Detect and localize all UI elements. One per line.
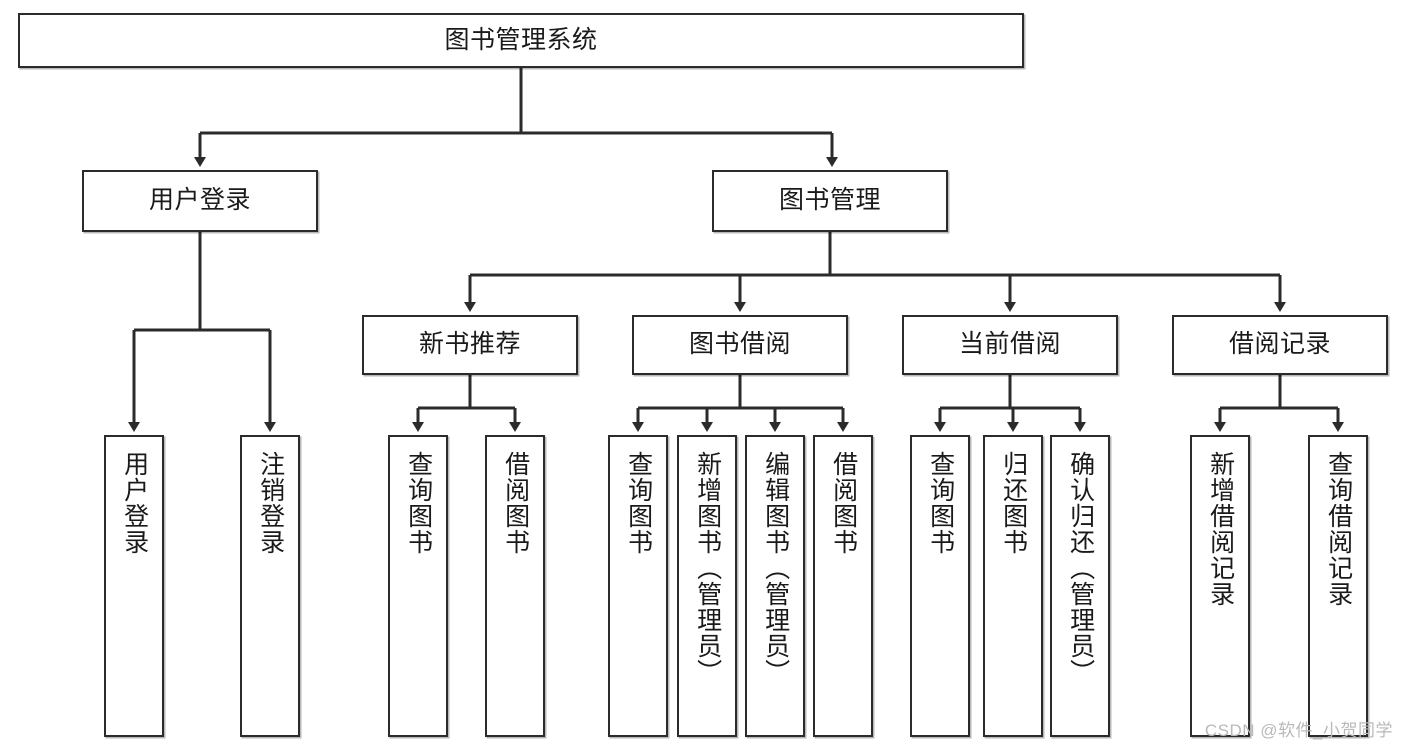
node-leaf-logout-label: 注销登录 (256, 451, 285, 555)
node-new-book-rec[interactable]: 新书推荐 (362, 315, 578, 375)
node-user-login[interactable]: 用户登录 (82, 170, 318, 232)
node-leaf-user-login[interactable]: 用户登录 (104, 435, 164, 737)
node-book-manage[interactable]: 图书管理 (712, 170, 948, 232)
node-leaf-query-book-rec-label: 查询图书 (404, 451, 433, 555)
node-leaf-confirm-return-label: 确认归还（管理员） (1066, 451, 1095, 685)
node-leaf-user-login-label: 用户登录 (120, 451, 149, 555)
node-leaf-return-book[interactable]: 归还图书 (983, 435, 1043, 737)
node-leaf-add-book-label: 新增图书（管理员） (693, 451, 722, 685)
node-leaf-query-book-cur[interactable]: 查询图书 (910, 435, 970, 737)
node-book-borrow[interactable]: 图书借阅 (632, 315, 848, 375)
node-root-label: 图书管理系统 (444, 25, 598, 54)
node-leaf-confirm-return[interactable]: 确认归还（管理员） (1050, 435, 1110, 737)
node-leaf-query-book-cur-label: 查询图书 (926, 451, 955, 555)
node-borrow-record-label: 借阅记录 (1228, 330, 1331, 359)
node-book-manage-label: 图书管理 (778, 186, 881, 215)
node-leaf-add-record-label: 新增借阅记录 (1206, 451, 1235, 607)
node-leaf-query-record-label: 查询借阅记录 (1324, 451, 1353, 607)
node-root[interactable]: 图书管理系统 (18, 13, 1024, 68)
node-leaf-edit-book[interactable]: 编辑图书（管理员） (745, 435, 805, 737)
node-book-borrow-label: 图书借阅 (688, 330, 791, 359)
node-leaf-borrow-book[interactable]: 借阅图书 (813, 435, 873, 737)
node-leaf-edit-book-label: 编辑图书（管理员） (761, 451, 790, 685)
node-leaf-borrow-book-label: 借阅图书 (829, 451, 858, 555)
node-leaf-query-book-borrow-label: 查询图书 (624, 451, 653, 555)
node-leaf-add-book[interactable]: 新增图书（管理员） (677, 435, 737, 737)
watermark: CSDN @软件_小贺同学 (1204, 721, 1393, 740)
node-current-borrow-label: 当前借阅 (958, 330, 1061, 359)
node-leaf-add-record[interactable]: 新增借阅记录 (1190, 435, 1250, 737)
node-leaf-query-record[interactable]: 查询借阅记录 (1308, 435, 1368, 737)
node-borrow-record[interactable]: 借阅记录 (1172, 315, 1388, 375)
node-user-login-label: 用户登录 (148, 186, 251, 215)
node-leaf-borrow-book-rec-label: 借阅图书 (501, 451, 530, 555)
node-leaf-logout[interactable]: 注销登录 (240, 435, 300, 737)
node-leaf-query-book-borrow[interactable]: 查询图书 (608, 435, 668, 737)
node-leaf-borrow-book-rec[interactable]: 借阅图书 (485, 435, 545, 737)
node-new-book-rec-label: 新书推荐 (418, 330, 521, 359)
node-leaf-return-book-label: 归还图书 (999, 451, 1028, 555)
node-leaf-query-book-rec[interactable]: 查询图书 (388, 435, 448, 737)
node-current-borrow[interactable]: 当前借阅 (902, 315, 1118, 375)
